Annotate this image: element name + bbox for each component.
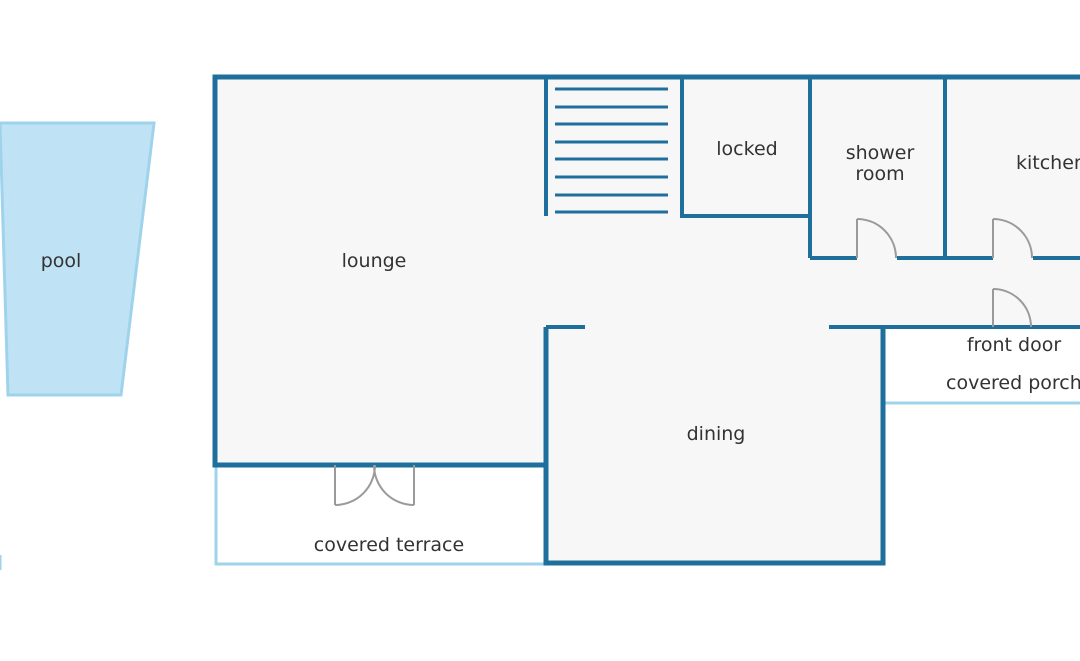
shower-room-door[interactable] <box>856 218 897 259</box>
exterior-walls <box>212 74 1080 566</box>
kitchen-door[interactable] <box>992 218 1033 259</box>
kitchen-label: kitchen <box>1016 152 1080 174</box>
covered-terrace-label: covered terrace <box>314 534 464 556</box>
pool-label: pool <box>41 250 82 272</box>
lounge-label: lounge <box>342 250 407 272</box>
interior-floor <box>215 77 1080 563</box>
interior-walls <box>544 77 1080 329</box>
shower-room-label-line2: room <box>855 163 904 185</box>
stairs <box>555 87 668 214</box>
front-door-label: front door <box>967 334 1062 356</box>
locked-label: locked <box>716 138 777 160</box>
front-door[interactable] <box>992 288 1032 328</box>
dining-label: dining <box>687 423 746 445</box>
shower-room-label-line1: shower <box>846 142 915 164</box>
covered-porch-label: covered porch <box>946 372 1080 394</box>
terrace-double-door[interactable] <box>334 464 415 506</box>
covered-terrace-outline <box>214 466 546 566</box>
pool <box>0 121 156 397</box>
doors <box>334 218 1033 506</box>
